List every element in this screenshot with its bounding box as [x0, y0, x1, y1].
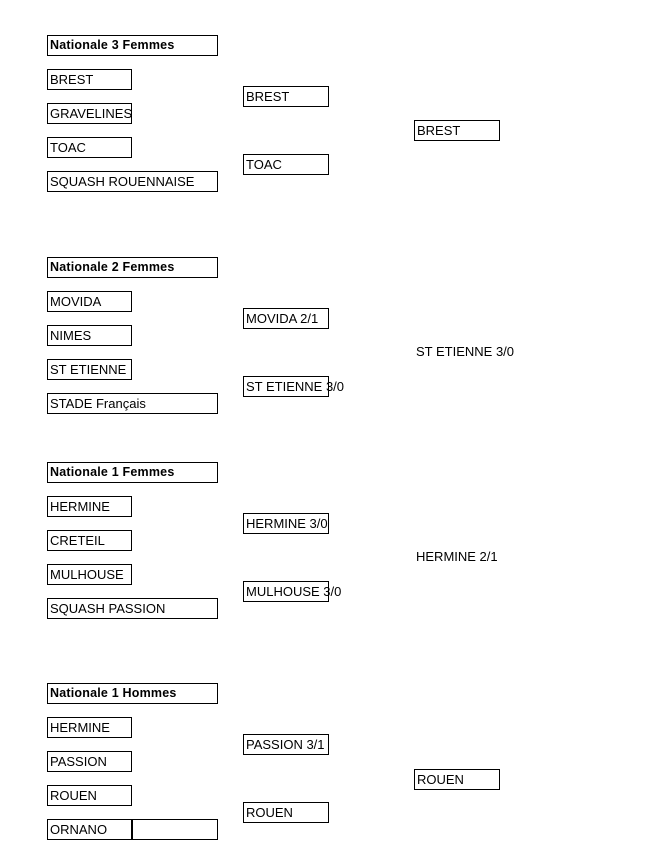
- round2-winner-label: MOVIDA 2/1: [246, 311, 319, 326]
- round1-entry: TOAC: [47, 137, 132, 158]
- round1-entry-label: ST ETIENNE: [50, 362, 127, 377]
- round1-entry-label: SQUASH PASSION: [50, 601, 166, 616]
- round1-entry-label: ROUEN: [50, 788, 97, 803]
- round2-winner-label: HERMINE 3/0: [246, 516, 328, 531]
- round1-entry-label: GRAVELINES: [50, 106, 133, 121]
- round1-entry: HERMINE: [47, 496, 132, 517]
- round1-entry: HERMINE: [47, 717, 132, 738]
- final-winner-label: ST ETIENNE 3/0: [416, 344, 515, 359]
- round1-entry-label: MULHOUSE: [50, 567, 124, 582]
- round1-entry: ORNANO: [47, 819, 132, 840]
- round1-entry: NIMES: [47, 325, 132, 346]
- round1-entry: MOVIDA: [47, 291, 132, 312]
- bracket-title-0: Nationale 3 Femmes: [47, 35, 218, 56]
- round2-winner: BREST: [243, 86, 329, 107]
- round2-winner: ROUEN: [243, 802, 329, 823]
- final-winner: ROUEN: [414, 769, 500, 790]
- final-winner-label: ROUEN: [417, 772, 464, 787]
- round1-entry-label: PASSION: [50, 754, 107, 769]
- bracket-title-3: Nationale 1 Hommes: [47, 683, 218, 704]
- final-winner-label: BREST: [417, 123, 461, 138]
- round2-winner-label: ROUEN: [246, 805, 293, 820]
- round2-winner: PASSION 3/1: [243, 734, 329, 755]
- round1-entry-label: SQUASH ROUENNAISE: [50, 174, 195, 189]
- round1-entry-label: MOVIDA: [50, 294, 102, 309]
- round2-winner-label: PASSION 3/1: [246, 737, 325, 752]
- round2-winner: MOVIDA 2/1: [243, 308, 329, 329]
- final-winner: HERMINE 2/1: [414, 547, 554, 568]
- final-winner-label: HERMINE 2/1: [416, 549, 498, 564]
- round2-winner-label: TOAC: [246, 157, 282, 172]
- round1-entry: ST ETIENNE: [47, 359, 132, 380]
- round1-entry-label: BREST: [50, 72, 94, 87]
- final-winner: BREST: [414, 120, 500, 141]
- round1-entry: GRAVELINES: [47, 103, 132, 124]
- round1-entry: ROUEN: [47, 785, 132, 806]
- round1-entry-label: TOAC: [50, 140, 86, 155]
- round2-winner-label: ST ETIENNE 3/0: [246, 379, 345, 394]
- round2-winner: ST ETIENNE 3/0: [243, 376, 344, 397]
- round1-entry: SQUASH PASSION: [47, 598, 218, 619]
- round1-entry-blank: [132, 819, 218, 840]
- round1-entry-label: HERMINE: [50, 720, 110, 735]
- round1-entry: MULHOUSE: [47, 564, 132, 585]
- round2-winner-label: MULHOUSE 3/0: [246, 584, 342, 599]
- round1-entry-label: HERMINE: [50, 499, 110, 514]
- round2-winner-label: BREST: [246, 89, 290, 104]
- round2-winner: MULHOUSE 3/0: [243, 581, 341, 602]
- round1-entry: BREST: [47, 69, 132, 90]
- round1-entry-label: NIMES: [50, 328, 92, 343]
- round1-entry: SQUASH ROUENNAISE: [47, 171, 218, 192]
- round1-entry-label: ORNANO: [50, 822, 108, 837]
- bracket-title-2: Nationale 1 Femmes: [47, 462, 218, 483]
- round2-winner: HERMINE 3/0: [243, 513, 329, 534]
- round2-winner: TOAC: [243, 154, 329, 175]
- round1-entry-label: STADE Français: [50, 396, 146, 411]
- bracket-title-1: Nationale 2 Femmes: [47, 257, 218, 278]
- round1-entry: CRETEIL: [47, 530, 132, 551]
- round1-entry: PASSION: [47, 751, 132, 772]
- round1-entry: STADE Français: [47, 393, 218, 414]
- final-winner: ST ETIENNE 3/0: [414, 342, 554, 363]
- round1-entry-label: CRETEIL: [50, 533, 105, 548]
